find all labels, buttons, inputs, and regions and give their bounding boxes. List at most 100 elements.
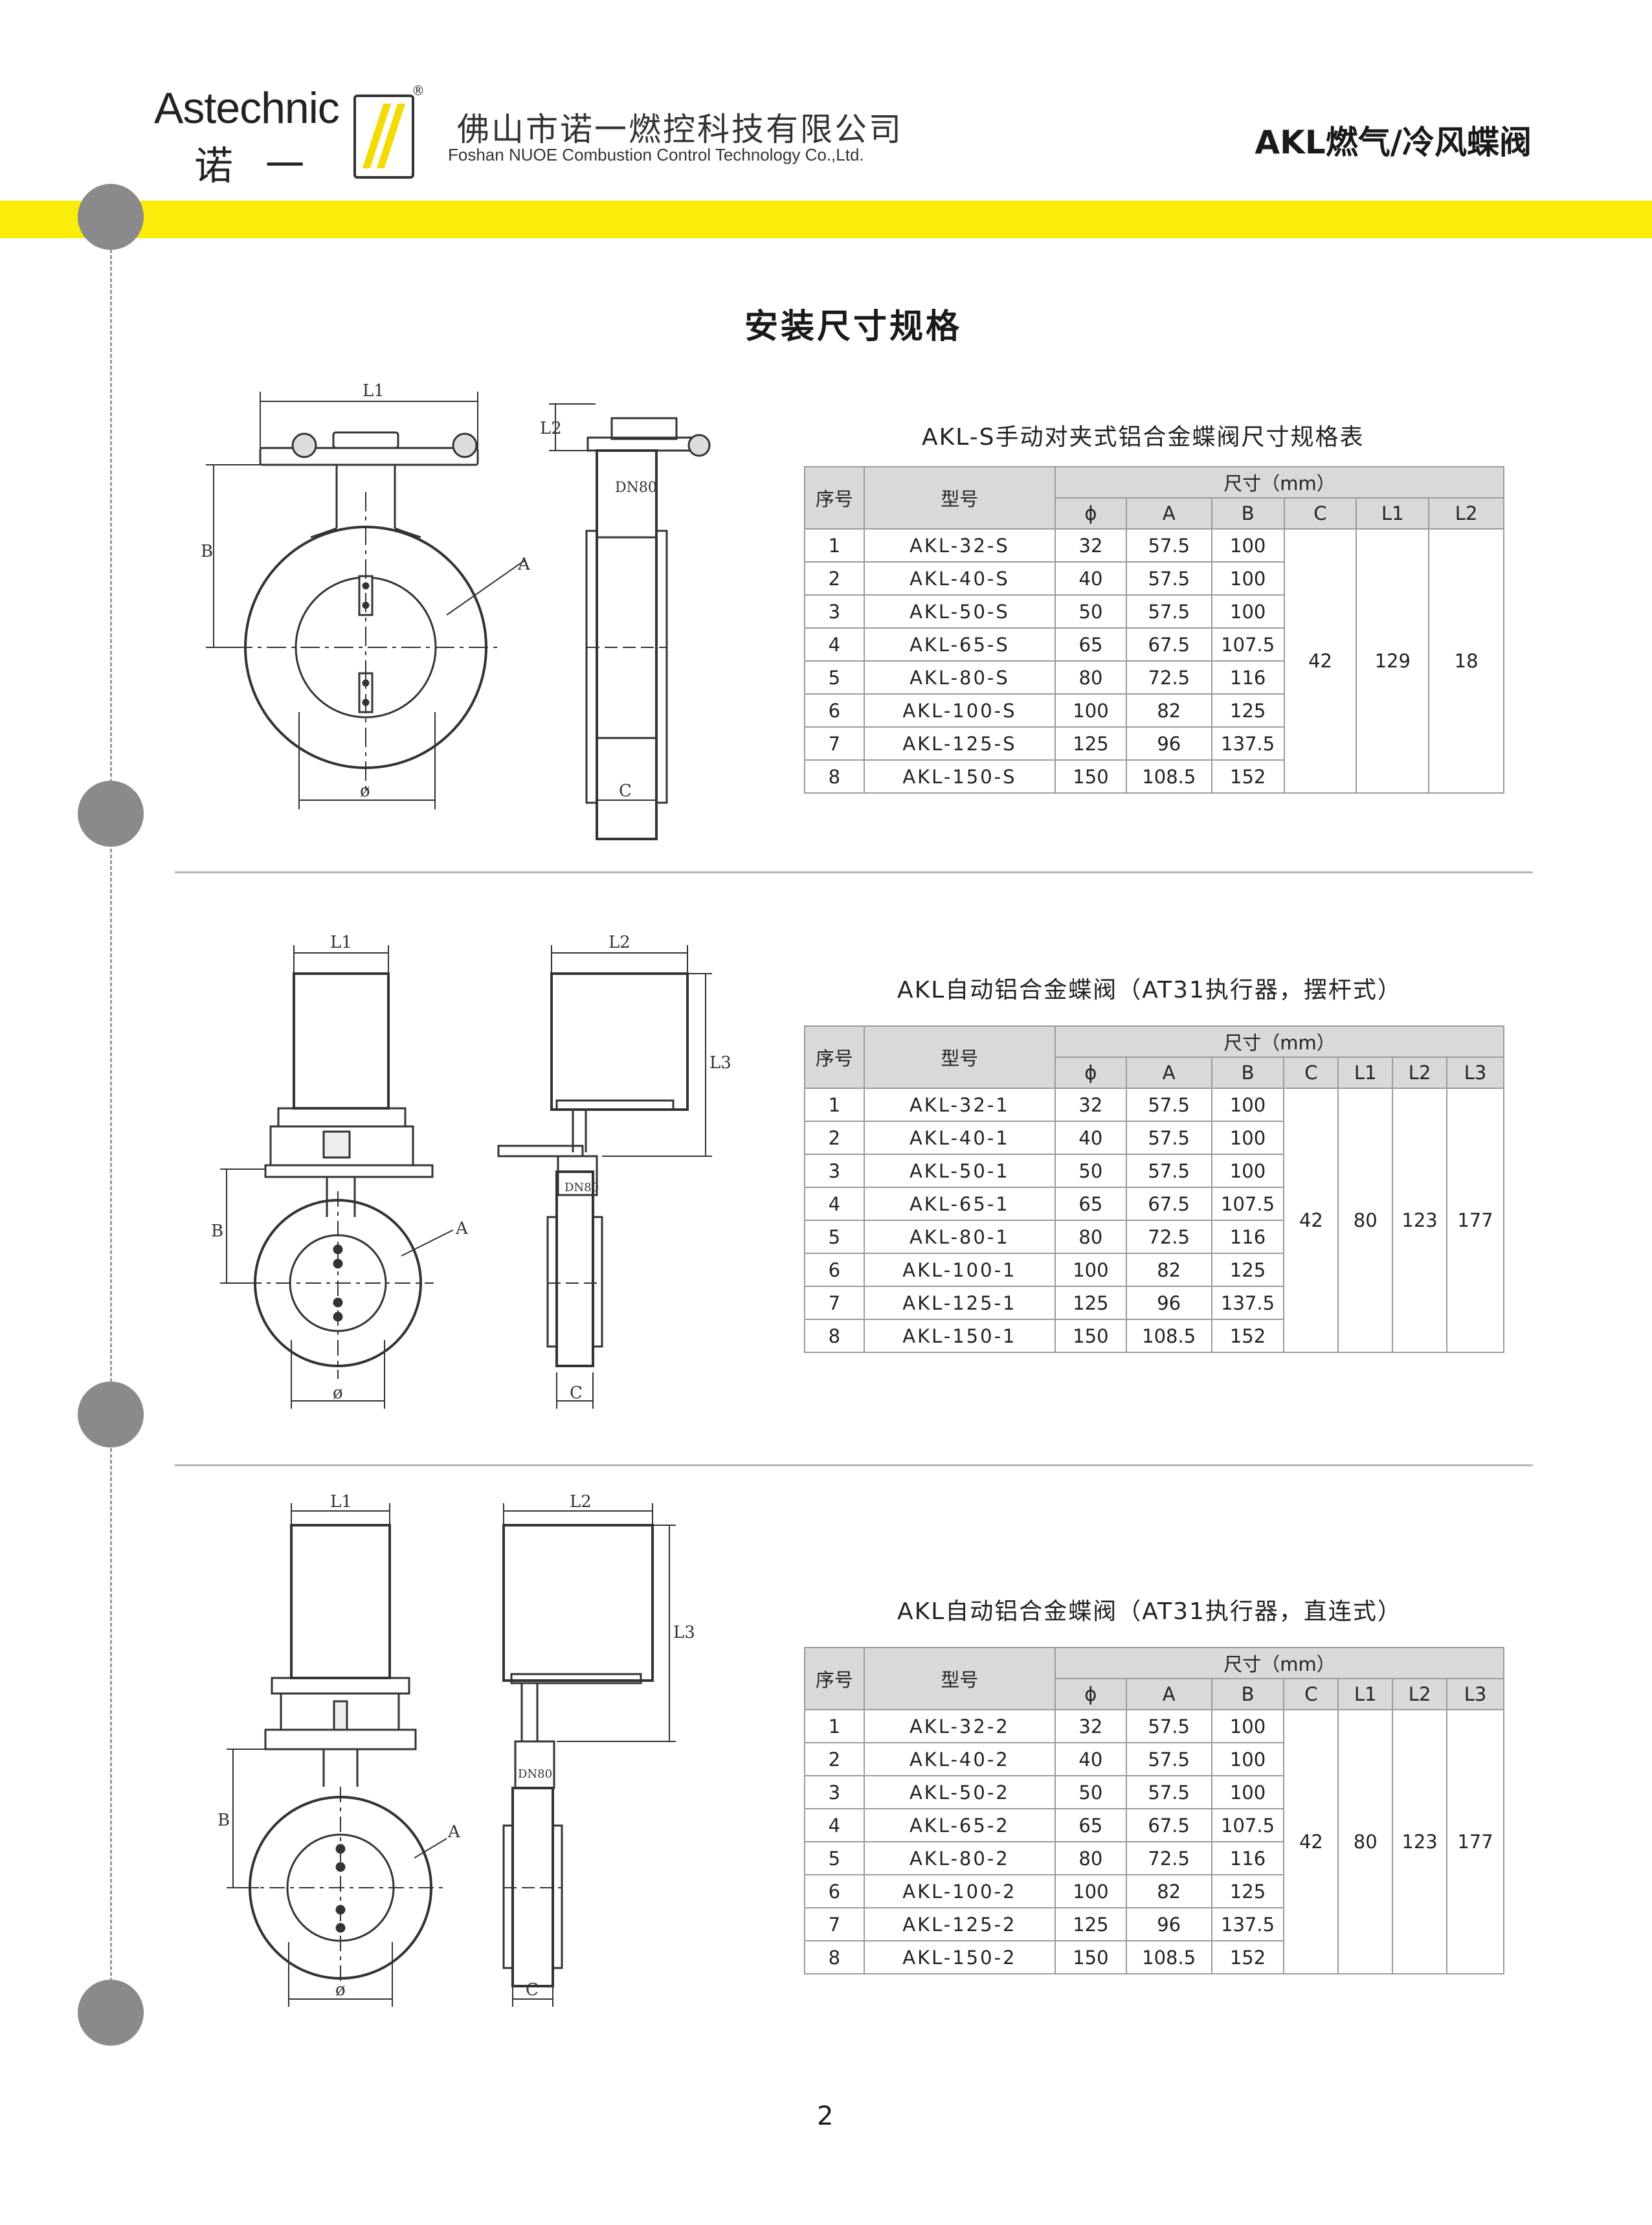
dn-label: DN80: [518, 1767, 552, 1781]
cell-a: 108.5: [1125, 759, 1212, 794]
cell-b: 107.5: [1211, 1187, 1285, 1221]
cell-b: 125: [1211, 1253, 1285, 1287]
section-title-1: AKL-S手动对夹式铝合金蝶阀尺寸规格表: [922, 424, 1365, 451]
cell-seq: 5: [804, 1220, 865, 1254]
dim-label-a: A: [517, 555, 531, 574]
cell-l2-common: 123: [1392, 1088, 1448, 1353]
cell-a: 96: [1125, 1907, 1212, 1941]
col-header-dims: 尺寸（mm）: [1055, 466, 1504, 498]
col-header-l1: L1: [1337, 1678, 1394, 1710]
logo-text-cn: 诺一: [194, 144, 337, 189]
cell-b: 107.5: [1211, 627, 1285, 662]
cell-a: 82: [1125, 1253, 1212, 1287]
col-header-dims: 尺寸（mm）: [1054, 1647, 1505, 1679]
cell-phi: 65: [1054, 1808, 1127, 1842]
cell-seq: 5: [804, 660, 865, 695]
cell-model: AKL-150-2: [863, 1940, 1056, 1974]
cell-b: 100: [1211, 1088, 1285, 1122]
cell-l1-common: 80: [1337, 1709, 1394, 1974]
cell-seq: 8: [804, 1319, 865, 1353]
cell-a: 57.5: [1125, 1709, 1212, 1743]
dim-label-b: B: [218, 1811, 230, 1830]
col-header-l3: L3: [1446, 1678, 1504, 1710]
dim-label-phi: ø: [333, 1383, 343, 1403]
col-header-seq: 序号: [804, 466, 865, 530]
cell-b: 125: [1211, 693, 1285, 728]
cell-a: 82: [1125, 693, 1212, 728]
cell-phi: 32: [1055, 528, 1127, 563]
cell-b: 100: [1211, 1775, 1285, 1809]
cell-a: 96: [1125, 726, 1212, 761]
dim-label-l1: L1: [330, 1492, 352, 1512]
cell-seq: 7: [804, 1907, 865, 1941]
cell-b: 137.5: [1211, 726, 1285, 761]
cell-phi: 40: [1054, 1121, 1127, 1155]
dim-label-l2: L2: [608, 933, 631, 952]
cell-model: AKL-100-S: [863, 693, 1056, 728]
dim-label-l1: L1: [330, 933, 352, 952]
col-header-seq: 序号: [804, 1647, 865, 1710]
page-heading: 安装尺寸规格: [744, 307, 963, 346]
table-row: 1 AKL-32-S 32 57.5 100 42 129 18: [804, 528, 1504, 794]
spec-table-1: 序号 型号 尺寸（mm） ϕ A B C L1 L2 1 AKL-32-S 32…: [804, 466, 1504, 794]
cell-b: 152: [1211, 1940, 1285, 1974]
cell-c-common: 42: [1283, 1709, 1339, 1974]
cell-phi: 50: [1054, 1775, 1127, 1809]
cell-l1-common: 129: [1356, 528, 1430, 794]
cell-b: 100: [1211, 528, 1285, 563]
col-header-b: B: [1211, 1057, 1285, 1089]
cell-b: 152: [1211, 1319, 1285, 1353]
cell-phi: 150: [1054, 1940, 1127, 1974]
col-header-l1: L1: [1337, 1057, 1394, 1089]
dim-label-a: A: [455, 1219, 469, 1238]
drawing-2-side-view: [497, 945, 712, 1409]
cell-a: 57.5: [1125, 1121, 1212, 1155]
col-header-l2: L2: [1392, 1057, 1448, 1089]
cell-seq: 8: [804, 759, 865, 794]
cell-model: AKL-125-S: [863, 726, 1056, 761]
cell-model: AKL-50-1: [863, 1154, 1056, 1188]
cell-b: 100: [1211, 594, 1285, 629]
cell-seq: 5: [804, 1841, 865, 1875]
cell-a: 72.5: [1125, 660, 1212, 695]
cell-seq: 6: [804, 1253, 865, 1287]
logo-text-en: Astechnic: [154, 84, 340, 133]
cell-model: AKL-80-2: [863, 1841, 1056, 1875]
company-name-en: Foshan NUOE Combustion Control Technolog…: [448, 145, 864, 164]
col-header-phi: ϕ: [1054, 1678, 1127, 1710]
dim-label-l1: L1: [363, 381, 385, 401]
section-divider: [175, 1464, 1533, 1466]
logo-slash-icon: [353, 95, 414, 179]
cell-b: 100: [1211, 1121, 1285, 1155]
cell-model: AKL-40-S: [863, 561, 1056, 596]
product-title: AKL燃气/冷风蝶阀: [1255, 124, 1532, 161]
col-header-b: B: [1211, 497, 1285, 530]
cell-model: AKL-32-2: [863, 1709, 1056, 1743]
cell-c-common: 42: [1283, 1088, 1339, 1353]
cell-a: 96: [1125, 1286, 1212, 1320]
cell-a: 108.5: [1125, 1940, 1212, 1974]
cell-a: 57.5: [1125, 594, 1212, 629]
col-header-seq: 序号: [804, 1025, 865, 1089]
cell-model: AKL-100-2: [863, 1874, 1056, 1908]
spec-table-2: 序号 型号 尺寸（mm） ϕ A B C L1 L2 L3 1 AKL-32-1…: [804, 1025, 1505, 1353]
dim-label-b: B: [211, 1222, 223, 1241]
cell-a: 57.5: [1125, 528, 1212, 563]
cell-seq: 1: [804, 528, 865, 563]
cell-b: 137.5: [1211, 1907, 1285, 1941]
cell-phi: 100: [1054, 1874, 1127, 1908]
section-title-3: AKL自动铝合金蝶阀（AT31执行器，直连式）: [897, 1598, 1402, 1625]
cell-seq: 7: [804, 726, 865, 761]
col-header-a: A: [1125, 1057, 1212, 1089]
cell-c-common: 42: [1283, 528, 1357, 794]
